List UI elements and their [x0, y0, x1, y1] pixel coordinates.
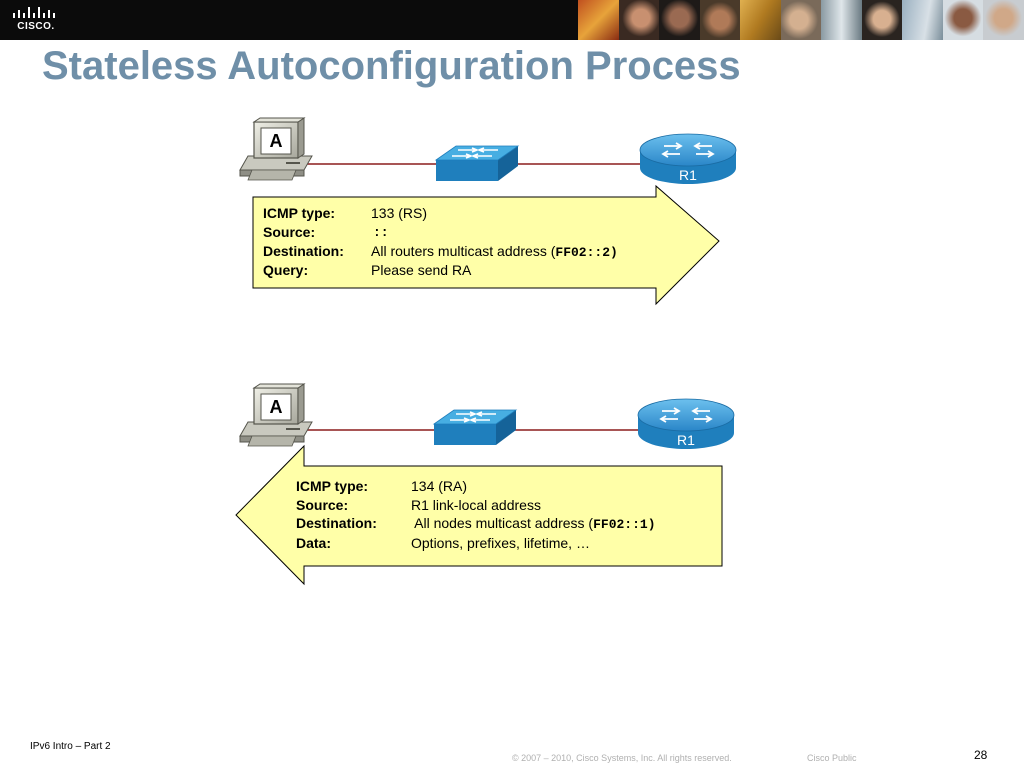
cisco-bars-icon	[13, 7, 55, 18]
destination-text: All nodes multicast address (	[411, 515, 594, 531]
header-photo	[902, 0, 943, 40]
ra-message-callout	[235, 444, 723, 586]
ra-message-fields: ICMP type: 134 (RA) Source: R1 link-loca…	[296, 477, 716, 557]
switch-icon	[432, 409, 518, 445]
header-banner: CISCO.	[0, 0, 1024, 40]
router-r1-label: R1	[677, 432, 695, 448]
page-number: 28	[974, 748, 988, 762]
topology-top	[239, 117, 737, 306]
host-a-label: A	[269, 397, 283, 417]
field-value: 134 (RA)	[411, 478, 468, 494]
router-r1-icon	[637, 398, 735, 449]
header-photo	[618, 0, 660, 40]
page-title: Stateless Autoconfiguration Process	[42, 44, 741, 88]
header-photo	[821, 0, 862, 40]
field-value: All routers multicast address (FF02::2)	[371, 242, 618, 262]
field-value: Options, prefixes, lifetime, …	[411, 535, 590, 551]
header-photo-strip	[578, 0, 1024, 40]
switch-icon	[434, 145, 520, 181]
header-photo	[983, 0, 1024, 40]
host-a-computer-icon	[239, 117, 313, 181]
rs-message-fields: ICMP type: 133 (RS) Source: :: Destinati…	[263, 204, 703, 284]
host-a-computer-icon	[239, 383, 313, 447]
router-r1-icon	[639, 133, 737, 184]
field-key: Data:	[296, 535, 332, 551]
header-photo	[780, 0, 822, 40]
destination-text: All routers multicast address (	[371, 243, 556, 259]
topology-bottom	[235, 383, 735, 586]
field-value: 133 (RS)	[371, 205, 428, 221]
classification: Cisco Public	[807, 753, 857, 763]
header-photo	[659, 0, 700, 40]
field-key: ICMP type:	[296, 478, 369, 494]
multicast-address: FF02::1)	[593, 517, 656, 532]
cisco-logo-text: CISCO.	[17, 21, 55, 32]
field-value: ::	[373, 225, 389, 240]
router-r1-label: R1	[679, 167, 697, 183]
field-value: R1 link-local address	[411, 497, 541, 513]
deck-title: IPv6 Intro – Part 2	[30, 741, 111, 752]
rs-message-callout	[252, 184, 720, 306]
field-value: All nodes multicast address (FF02::1)	[411, 514, 656, 534]
cisco-logo: CISCO.	[10, 6, 62, 36]
host-a-label: A	[269, 131, 283, 151]
field-key: Destination:	[263, 243, 344, 259]
header-photo	[740, 0, 781, 40]
field-key: Source:	[263, 224, 316, 240]
field-key: Destination:	[296, 515, 377, 531]
copyright: © 2007 – 2010, Cisco Systems, Inc. All r…	[512, 753, 732, 763]
multicast-address: FF02::2)	[555, 245, 618, 260]
header-photo	[942, 0, 984, 40]
field-key: ICMP type:	[263, 205, 336, 221]
header-photo	[861, 0, 903, 40]
field-value: Please send RA	[371, 262, 472, 278]
field-key: Source:	[296, 497, 349, 513]
header-photo	[578, 0, 619, 40]
header-photo	[699, 0, 741, 40]
field-key: Query:	[263, 262, 309, 278]
